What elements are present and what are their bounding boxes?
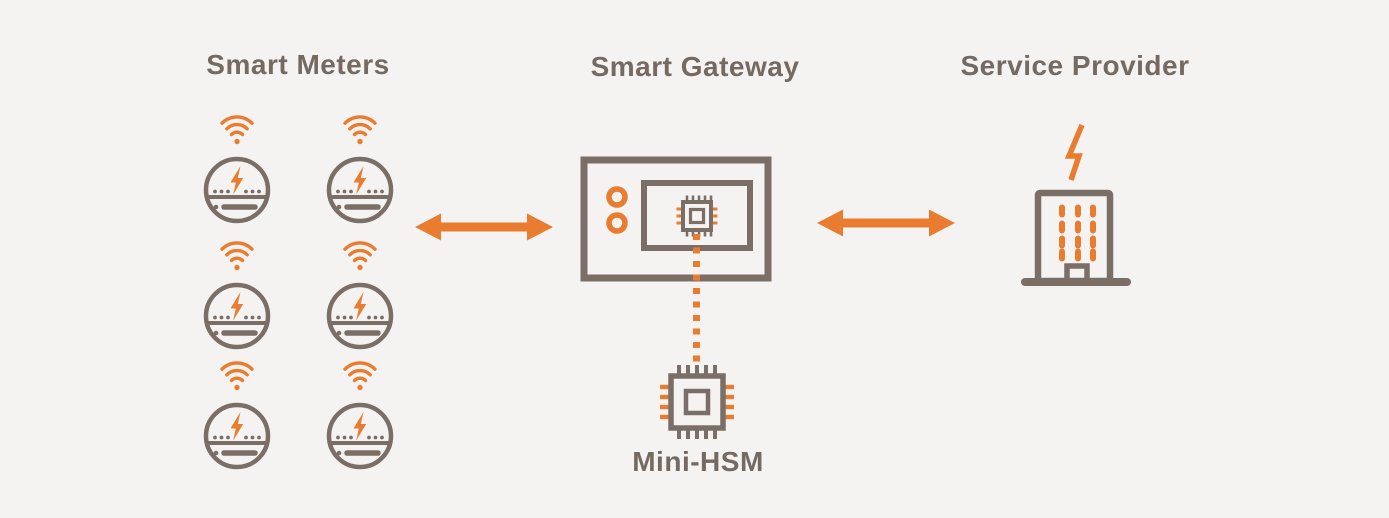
lightning-bolt-icon (1064, 123, 1085, 181)
arrow-meters-gateway-icon (415, 213, 553, 241)
building-door (1064, 263, 1090, 281)
smart-gateway-icon (580, 156, 772, 282)
smart-meter-unit (320, 240, 400, 352)
smart-meter-icon (201, 280, 273, 352)
mini-hsm-chip-icon (660, 365, 734, 439)
smart-meter-icon (201, 154, 273, 226)
smart-meter-unit (197, 360, 277, 472)
wifi-icon (340, 114, 380, 146)
smart-meter-unit (197, 114, 277, 226)
smart-meters-title: Smart Meters (206, 49, 390, 80)
led-dot (606, 212, 628, 234)
wifi-icon (217, 240, 257, 272)
smart-meter-icon (324, 154, 396, 226)
smart-meter-icon (324, 400, 396, 472)
service-provider-building-icon (1021, 123, 1131, 286)
smart-gateway-title: Smart Gateway (590, 51, 800, 82)
wifi-icon (340, 240, 380, 272)
building-windows (1059, 204, 1096, 262)
smart-meter-unit (320, 114, 400, 226)
gateway-chip-icon (676, 195, 718, 237)
smart-meter-unit (320, 360, 400, 472)
smart-meter-icon (324, 280, 396, 352)
led-dot (606, 186, 628, 208)
wifi-icon (340, 360, 380, 392)
mini-hsm-label: Mini-HSM (632, 446, 764, 477)
arrow-gateway-provider-icon (817, 209, 955, 237)
gateway-hsm-dotted-link (693, 234, 700, 368)
service-provider-title: Service Provider (960, 50, 1190, 81)
smart-meter-icon (201, 400, 273, 472)
wifi-icon (217, 114, 257, 146)
smart-meter-unit (197, 240, 277, 352)
wifi-icon (217, 360, 257, 392)
